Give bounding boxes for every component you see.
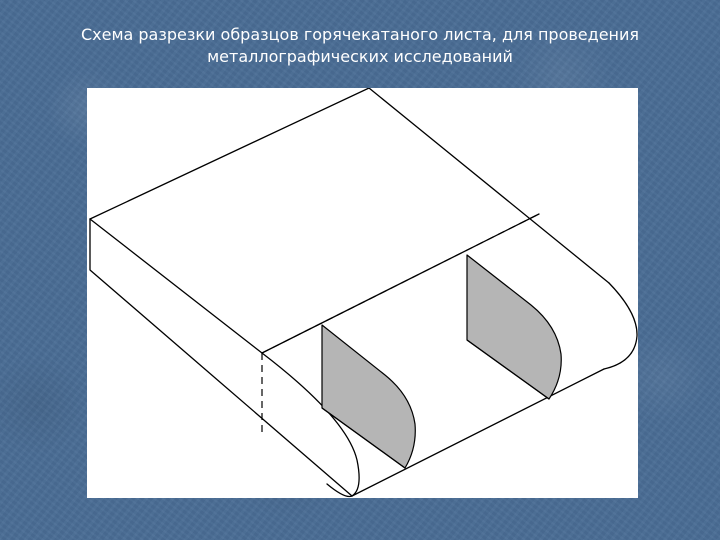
slide-title: Схема разрезки образцов горячекатаного л…: [60, 24, 660, 68]
specimen-1-bottom-edge: [321, 407, 406, 469]
sheet-front-edge: [89, 218, 263, 354]
sheet-left-face: [89, 218, 353, 497]
sheet-diagram-svg: [89, 88, 638, 498]
specimen-section-1: [321, 324, 416, 469]
sheet-bottom-edge: [351, 368, 605, 497]
slide-title-line-1: Схема разрезки образцов горячекатаного л…: [80, 25, 640, 44]
specimen-section-2: [466, 254, 562, 400]
cut-line-longitudinal: [261, 213, 540, 354]
sheet-top-face: [89, 88, 610, 284]
slide-title-line-2: металлографических исследований: [207, 47, 513, 66]
sheet-rounded-end: [261, 352, 360, 498]
sheet-right-end: [603, 282, 638, 370]
sheet-cutting-diagram: [87, 88, 638, 498]
specimen-2-bottom-edge: [466, 339, 550, 400]
